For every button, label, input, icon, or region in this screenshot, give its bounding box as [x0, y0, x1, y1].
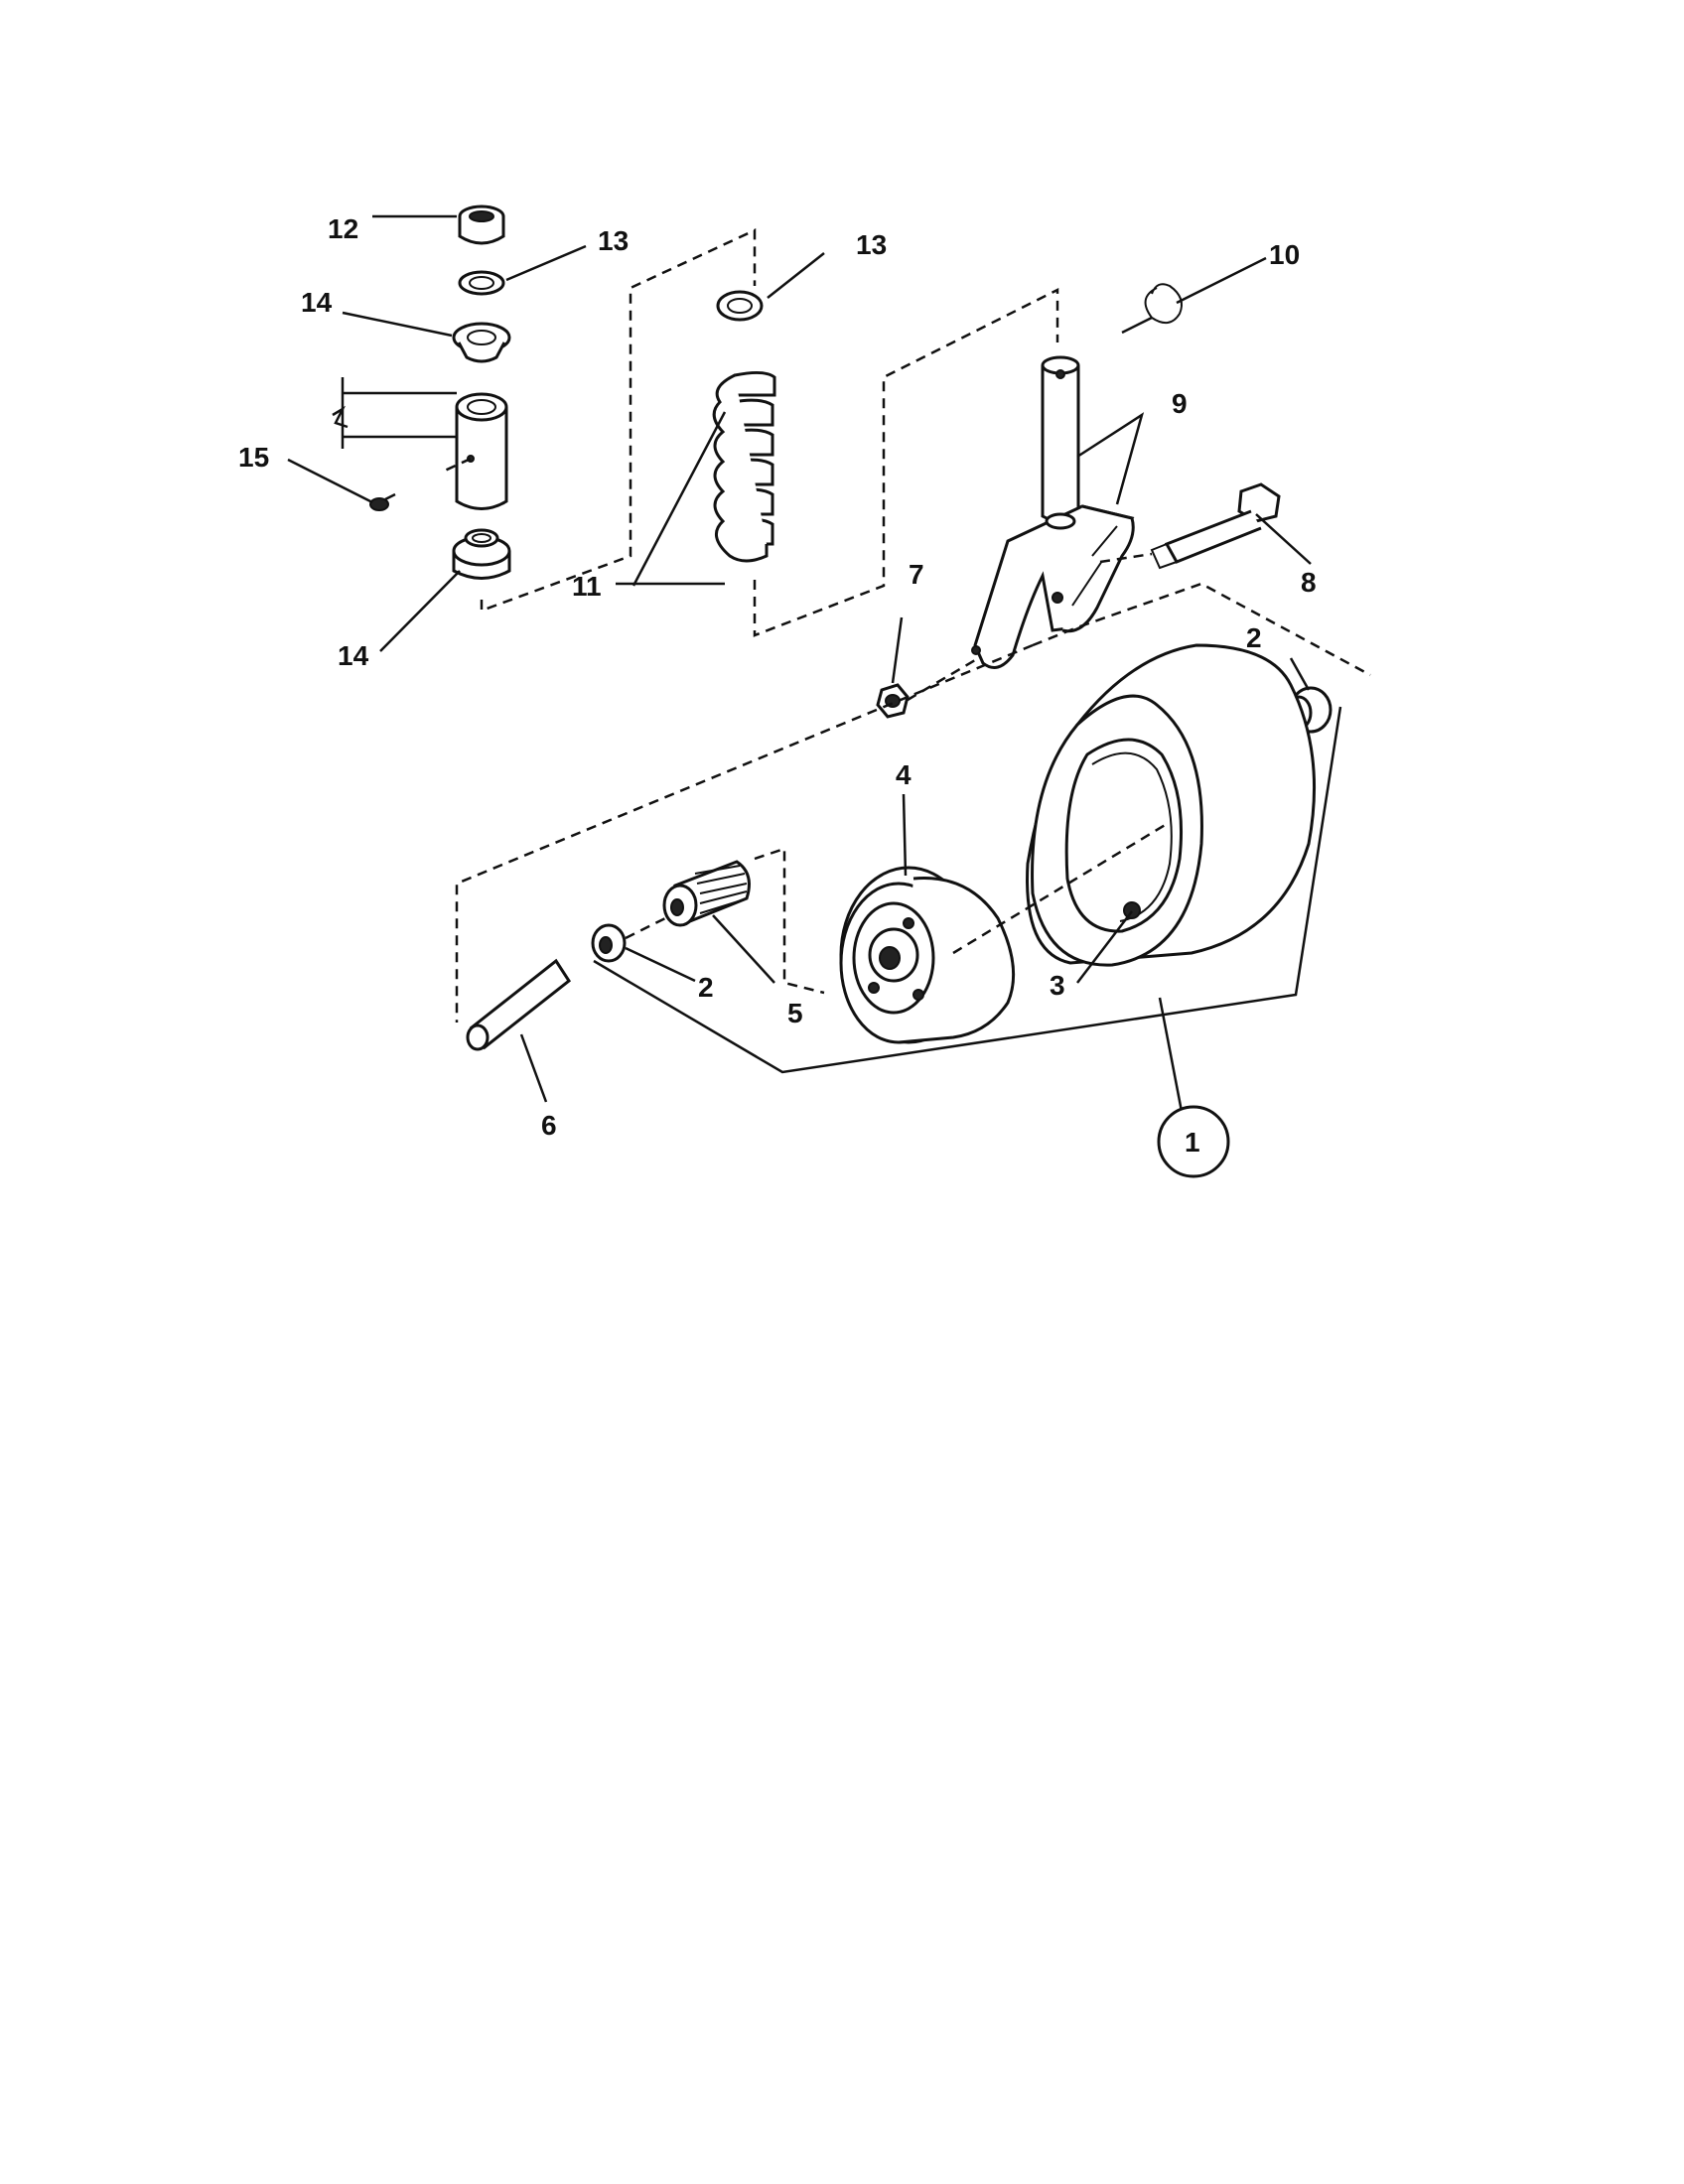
callout-13-center: 13: [856, 229, 887, 260]
hair-pin-part-10: [1121, 283, 1183, 335]
spacer-clips-part-11: [712, 370, 776, 563]
nut-part-7: [876, 683, 910, 719]
leader-lines: [287, 214, 1342, 1123]
callout-1: 1: [1185, 1127, 1200, 1158]
bushing-part-2-left: [591, 923, 627, 963]
bushing-part-14-upper: [452, 322, 511, 363]
callout-14-lower: 14: [338, 640, 369, 671]
roller-bearing-part-5: [662, 860, 751, 927]
caster-fork-part-9: [971, 355, 1135, 669]
bushing-part-14-lower: [452, 528, 511, 580]
callout-7: 7: [909, 559, 924, 590]
callout-11: 11: [572, 571, 602, 602]
axle-part-6: [466, 958, 572, 1051]
callout-9: 9: [1172, 388, 1188, 419]
callout-6: 6: [541, 1110, 557, 1141]
caster-tube-housing: [332, 377, 508, 510]
screw-part-15: [369, 492, 396, 511]
callout-2-right: 2: [1246, 622, 1262, 653]
callout-14-upper: 14: [301, 287, 333, 318]
callout-15: 15: [238, 442, 269, 473]
washer-part-13-center: [716, 290, 764, 322]
callout-2-left: 2: [698, 972, 714, 1003]
rim-part-4: [839, 866, 1016, 1044]
bearing-cap-part-12: [458, 205, 505, 245]
callout-8: 8: [1301, 567, 1317, 598]
callout-circle-1: [1157, 1105, 1230, 1178]
bolt-part-8: [1150, 482, 1281, 570]
callout-12: 12: [328, 213, 358, 244]
callout-4: 4: [896, 759, 912, 790]
callout-10: 10: [1269, 239, 1300, 270]
callout-13-left: 13: [598, 225, 629, 256]
washer-part-13-upper: [458, 270, 505, 296]
callout-3: 3: [1050, 970, 1065, 1001]
tire-part-1: [1026, 643, 1317, 967]
callout-5: 5: [787, 998, 803, 1028]
